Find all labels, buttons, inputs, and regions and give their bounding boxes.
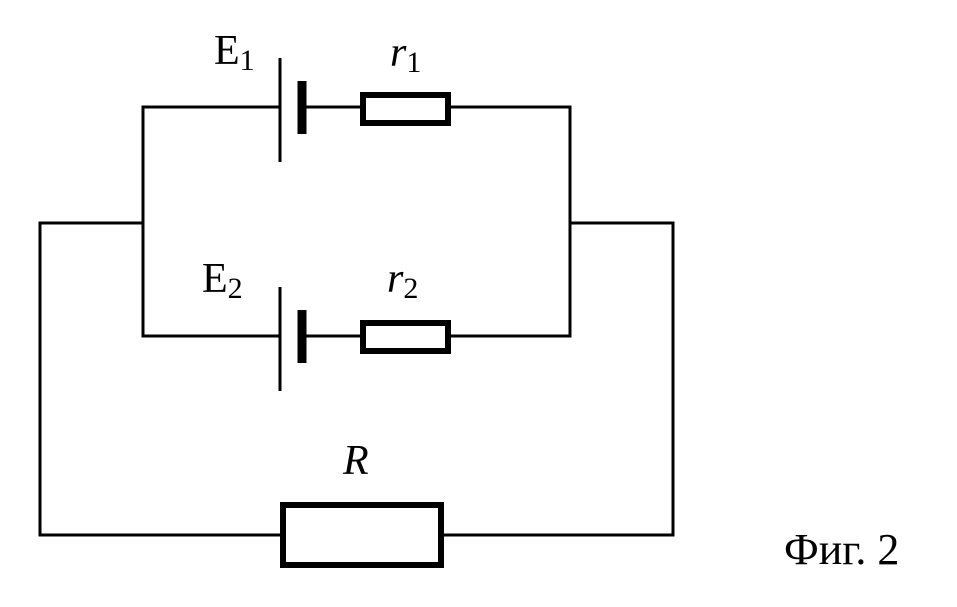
label-e2: E2	[202, 258, 243, 304]
label-r2: r2	[387, 258, 418, 304]
label-e1-main: E	[214, 28, 240, 74]
label-r1-main: r	[390, 30, 407, 76]
label-r1: r1	[390, 32, 421, 78]
label-e1-sub: 1	[239, 44, 255, 77]
label-e1: E1	[214, 30, 255, 76]
label-r2-main: r	[387, 256, 404, 302]
label-r1-sub: 1	[406, 46, 422, 79]
resistor-load	[280, 502, 444, 568]
label-load-main: R	[343, 438, 369, 484]
label-e2-sub: 2	[227, 272, 243, 305]
label-load: R	[343, 440, 369, 482]
figure-caption: Фиг. 2	[784, 525, 900, 574]
resistor-r1	[360, 92, 451, 126]
label-r2-sub: 2	[403, 272, 419, 305]
label-e2-main: E	[202, 256, 228, 302]
resistor-r2	[360, 320, 451, 354]
